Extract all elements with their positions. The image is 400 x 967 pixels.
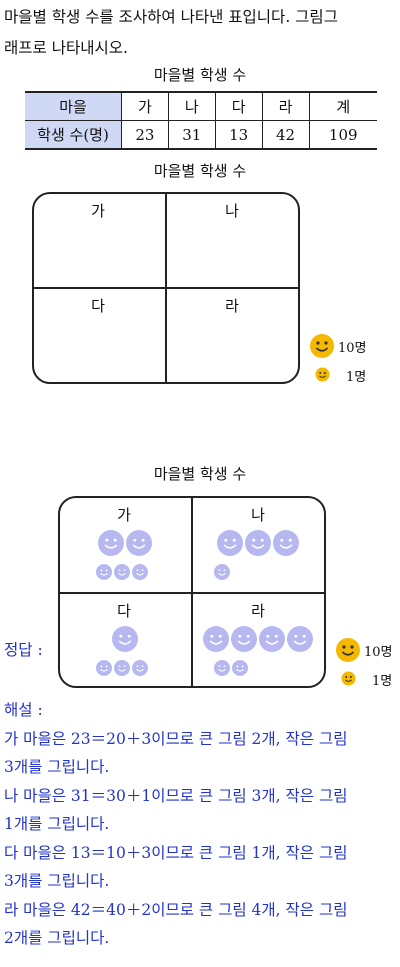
explanation-line: 2개를 그립니다. <box>4 929 110 947</box>
village-label: 나 <box>225 202 239 220</box>
big-face-icon <box>245 530 271 556</box>
big-face-icon <box>259 626 285 652</box>
big-face-row <box>193 530 323 560</box>
answer-graph-title: 마을별 학생 수 <box>153 465 247 483</box>
answer-cell-ra <box>193 626 323 678</box>
small-smiley-icon <box>341 671 356 686</box>
big-smiley-icon <box>310 334 334 358</box>
answer-label: 정답 : <box>4 641 43 659</box>
village-label: 다 <box>117 602 131 620</box>
table-row: 학생 수(명) 23 31 13 42 109 <box>25 120 377 150</box>
small-face-icon <box>132 564 148 580</box>
small-face-icon <box>96 564 112 580</box>
legend-big-label: 10명 <box>364 645 393 660</box>
big-face-row <box>60 530 190 560</box>
big-face-icon <box>287 626 313 652</box>
big-face-row <box>60 626 190 656</box>
big-face-icon <box>126 530 152 556</box>
table-cell: 학생 수(명) <box>25 120 122 150</box>
legend-small-label: 1명 <box>372 674 393 689</box>
answer-divider-horizontal <box>59 592 325 594</box>
explanation-line: 나 마을은 31＝30＋1이므로 큰 그림 3개, 작은 그림 <box>4 786 348 805</box>
big-face-icon <box>273 530 299 556</box>
village-label: 나 <box>251 506 265 524</box>
table-title: 마을별 학생 수 <box>153 66 247 84</box>
table-cell: 42 <box>261 120 310 150</box>
small-face-row <box>193 564 323 582</box>
explanation-line: 라 마을은 42＝40＋2이므로 큰 그림 4개, 작은 그림 <box>4 900 348 919</box>
village-label: 라 <box>225 297 239 315</box>
table-cell: 마을 <box>25 91 122 121</box>
small-face-row <box>60 660 190 678</box>
big-face-icon <box>203 626 229 652</box>
big-face-icon <box>231 626 257 652</box>
explanation: 해설 : 가 마을은 23＝20＋3이므로 큰 그림 2개, 작은 그림 3개를… <box>4 696 398 953</box>
graph-divider-horizontal <box>33 287 299 289</box>
small-face-icon <box>96 660 112 676</box>
question-text: 마을별 학생 수를 조사하여 나타낸 표입니다. 그림그 래프로 나타내시오. <box>4 2 398 64</box>
table-cell: 나 <box>167 91 216 121</box>
big-face-icon <box>98 530 124 556</box>
small-face-icon <box>114 660 130 676</box>
village-label: 다 <box>91 297 105 315</box>
small-face-icon <box>214 564 230 580</box>
village-label: 라 <box>251 602 265 620</box>
small-face-icon <box>214 660 230 676</box>
table-header-row: 마을 가 나 다 라 계 <box>25 91 377 121</box>
big-face-icon <box>217 530 243 556</box>
table-cell: 가 <box>121 91 169 121</box>
small-face-row <box>60 564 190 582</box>
answer-cell-ga <box>60 530 190 582</box>
table-cell: 23 <box>121 120 169 150</box>
data-table: 마을 가 나 다 라 계 학생 수(명) 23 31 13 42 109 <box>25 91 377 150</box>
big-face-icon <box>112 626 138 652</box>
explanation-line: 3개를 그립니다. <box>4 872 110 890</box>
legend-big-label: 10명 <box>338 341 367 356</box>
table-cell: 라 <box>261 91 310 121</box>
question-line-1: 마을별 학생 수를 조사하여 나타낸 표입니다. 그림그 <box>4 8 338 26</box>
table-cell: 계 <box>308 91 377 121</box>
small-face-row <box>193 660 323 678</box>
table-cell: 다 <box>214 91 263 121</box>
explanation-line: 3개를 그립니다. <box>4 758 110 776</box>
table-cell: 109 <box>308 120 377 150</box>
legend-small-label: 1명 <box>346 370 367 385</box>
small-face-icon <box>232 660 248 676</box>
small-face-icon <box>114 564 130 580</box>
big-smiley-icon <box>336 638 360 662</box>
answer-cell-na <box>193 530 323 582</box>
explanation-line: 1개를 그립니다. <box>4 815 110 833</box>
explanation-line: 다 마을은 13＝10＋3이므로 큰 그림 1개, 작은 그림 <box>4 843 348 862</box>
small-face-icon <box>132 660 148 676</box>
table-cell: 13 <box>214 120 263 150</box>
explanation-label: 해설 : <box>4 701 43 719</box>
explanation-line: 가 마을은 23＝20＋3이므로 큰 그림 2개, 작은 그림 <box>4 729 348 748</box>
graph-title: 마을별 학생 수 <box>153 162 247 180</box>
answer-cell-da <box>60 626 190 678</box>
big-face-row <box>193 626 323 656</box>
small-smiley-icon <box>315 367 330 382</box>
table-cell: 31 <box>167 120 216 150</box>
question-line-2: 래프로 나타내시오. <box>4 39 128 57</box>
village-label: 가 <box>117 506 131 524</box>
village-label: 가 <box>91 202 105 220</box>
